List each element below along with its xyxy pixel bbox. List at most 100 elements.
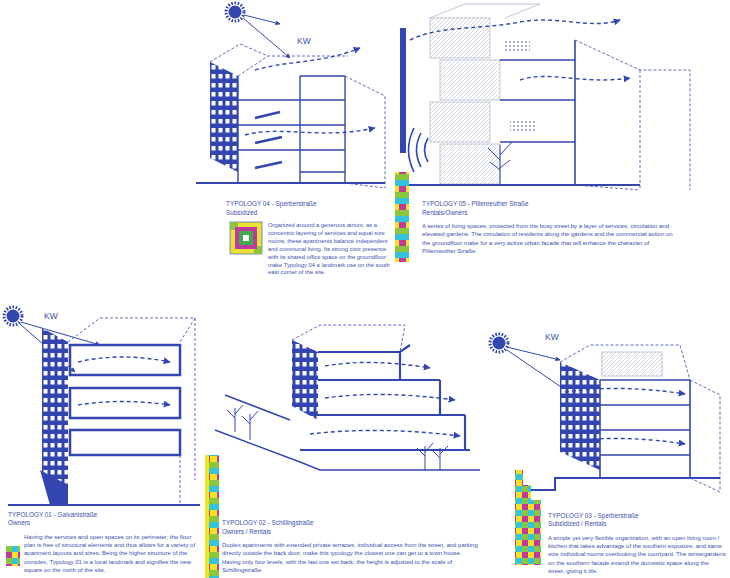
typology-01-section — [68, 318, 195, 342]
typology-04-section — [210, 44, 348, 76]
typology-01-section — [70, 388, 180, 418]
tenure-label: Subsidized — [226, 209, 396, 218]
caption-block: TYPOLOGY 02 - SchillingstraßeOwners / Re… — [222, 519, 480, 574]
typology-04-section — [255, 48, 360, 70]
typology-04-section — [210, 62, 238, 172]
typology-title: TYPOLOGY 05 - Pillenreuther Straße — [422, 200, 680, 209]
typology-02-section — [215, 395, 480, 470]
typology-05-section — [488, 142, 512, 185]
typology-01-section — [40, 470, 68, 505]
typology-02-section — [325, 394, 455, 400]
typology-01-section — [4, 307, 200, 505]
typology-01-section — [7, 310, 20, 323]
wind-label: KW — [297, 36, 311, 46]
typology-05-section — [505, 40, 530, 52]
typology-02-section — [300, 345, 470, 450]
typology-02-section — [292, 340, 318, 420]
typology-05-section — [430, 102, 490, 142]
typology-03-section — [600, 380, 690, 478]
typology-01-section — [78, 402, 170, 406]
typology-02-section — [215, 325, 480, 470]
typology-01-section — [4, 307, 22, 325]
typology-04-section — [196, 182, 385, 184]
typology-02-section — [292, 325, 405, 352]
caption-block: Organized around a generous atrium, as a… — [268, 222, 392, 277]
caption-block: TYPOLOGY 01 - GalvanistraßeOwnersHaving … — [8, 511, 204, 574]
typology-title: TYPOLOGY 03 - Sperberstraße — [548, 512, 726, 521]
typology-04-section — [245, 128, 375, 135]
tenure-label: Subsidized / Rentals — [548, 520, 726, 529]
description-text: A simple yet very flexible organization,… — [548, 534, 726, 575]
tenure-label: Rentals/Owners — [422, 209, 680, 218]
typology-01-section — [70, 345, 180, 375]
description-text: A series of living spaces, protected fro… — [422, 222, 680, 255]
description-text: Having the services and open spaces on i… — [24, 533, 204, 574]
typology-03-section — [690, 380, 720, 492]
typology-01-section — [78, 357, 170, 362]
typology-05-section — [400, 28, 406, 153]
typology-03-section — [493, 337, 506, 350]
typology-02-section — [227, 405, 258, 440]
typology-03-section — [490, 334, 720, 492]
typology-02-section — [417, 443, 448, 470]
typology-05-section — [430, 18, 490, 58]
typology-01-section — [70, 430, 180, 455]
typology-05-section — [400, 4, 690, 190]
program-icons — [235, 227, 257, 249]
typology-04-section — [238, 76, 300, 183]
typology-05-section — [440, 144, 500, 184]
typology-04-section — [226, 3, 244, 21]
typology-01-section — [42, 328, 68, 490]
typology-05-section — [440, 60, 500, 100]
typology-03-section — [560, 345, 690, 380]
typology-title: TYPOLOGY 02 - Schillingstraße — [222, 519, 480, 528]
typology-04-section — [243, 18, 290, 58]
typology-03-section — [560, 362, 600, 470]
program-icons — [230, 222, 262, 254]
caption-block: TYPOLOGY 03 - SperberstraßeSubsidized / … — [548, 512, 726, 575]
program-icons — [239, 231, 253, 245]
program-icons — [395, 172, 409, 262]
typology-05-section — [410, 20, 620, 40]
caption-block: KW — [297, 36, 311, 46]
description-text: Organized around a generous atrium, as a… — [268, 222, 392, 277]
wind-label: KW — [44, 311, 58, 321]
typology-04-section — [229, 6, 242, 19]
caption-block: TYPOLOGY 05 - Pillenreuther StraßeRental… — [422, 200, 680, 255]
caption-block: KW — [545, 332, 559, 342]
typology-05-section — [510, 120, 535, 132]
typology-04-section — [244, 15, 280, 24]
tenure-label: Owners — [8, 519, 204, 528]
typology-03-section — [490, 334, 508, 352]
program-icons — [6, 546, 20, 566]
wind-label: KW — [545, 332, 559, 342]
typology-04-section — [300, 76, 345, 183]
typology-title: TYPOLOGY 04 - Sperberstraße — [226, 200, 396, 209]
typology-04-section — [255, 112, 282, 168]
typology-05-section — [575, 40, 690, 190]
typology-05-section — [520, 76, 630, 80]
program-icons — [205, 455, 209, 578]
program-icons — [243, 235, 249, 241]
typology-03-section — [507, 347, 560, 360]
program-icons — [515, 470, 541, 565]
typology-05-section — [500, 40, 575, 185]
typology-01-section — [8, 504, 200, 506]
typology-title: TYPOLOGY 01 - Galvanistraße — [8, 511, 204, 520]
typology-05-section — [409, 128, 429, 172]
description-text: Duplex apartments with extended private … — [222, 541, 480, 574]
typology-03-section — [602, 352, 662, 376]
typology-04-section — [196, 3, 385, 188]
typology-05-section — [400, 184, 640, 186]
caption-block: KW — [44, 311, 58, 321]
typology-03-section — [565, 438, 685, 444]
typology-05-section — [430, 4, 540, 18]
caption-block: TYPOLOGY 04 - SperberstraßeSubsidized — [226, 200, 396, 217]
typology-03-section — [530, 478, 720, 490]
tenure-label: Owners / Rentals — [222, 528, 480, 537]
typology-02-section — [310, 430, 460, 436]
typology-03-section — [565, 388, 685, 394]
typology-02-section — [325, 362, 430, 368]
typology-01-section — [180, 318, 195, 505]
